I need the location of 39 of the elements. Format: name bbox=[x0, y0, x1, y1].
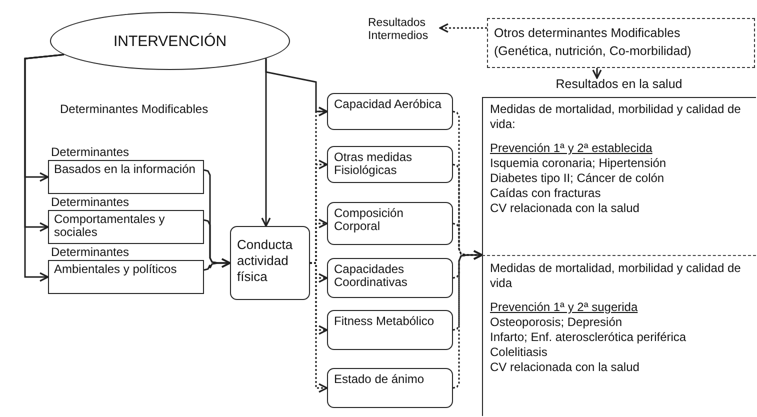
box-heading: Determinantes bbox=[51, 195, 130, 209]
process-box: Fitness Metabólico bbox=[327, 310, 453, 350]
condition-text: Isquemia coronaria; Hipertensión bbox=[490, 156, 668, 171]
determinant-box: Basados en la información bbox=[48, 160, 204, 194]
outcome-measure-text: Medidas de mortalidad, morbilidad y calidad de vida bbox=[490, 261, 742, 291]
arrow bbox=[204, 258, 231, 271]
arrow bbox=[24, 54, 64, 282]
intervention-ellipse bbox=[50, 12, 290, 70]
node-label: INTERVENCIÓN bbox=[113, 34, 227, 48]
box-heading: Determinantes bbox=[51, 145, 130, 159]
node-label: (Genética, nutrición, Co-morbilidad) bbox=[494, 43, 692, 60]
determinant-box: Comportamentales y sociales bbox=[48, 210, 204, 244]
condition-text: Colelitiasis bbox=[490, 345, 548, 360]
arrow bbox=[452, 250, 483, 389]
process-box: Otras medidas Fisiológicas bbox=[327, 146, 453, 183]
process-box: Capacidad Aeróbica bbox=[327, 93, 453, 130]
arrow bbox=[592, 68, 602, 79]
arrow bbox=[310, 262, 328, 393]
process-box: Capacidades Coordinativas bbox=[327, 258, 453, 298]
condition-text: CV relacionada con la salud bbox=[490, 360, 640, 375]
condition-text: Caídas con fracturas bbox=[490, 186, 602, 201]
condition-text: Diabetes tipo II; Cáncer de colón bbox=[490, 171, 666, 186]
node-label: Otros determinantes Modificables bbox=[494, 25, 682, 42]
process-box: Estado de ánimo bbox=[327, 368, 453, 408]
condition-text: Infarto; Enf. aterosclerótica periférica bbox=[490, 330, 688, 345]
determinants-box bbox=[487, 18, 755, 68]
condition-text: CV relacionada con la salud bbox=[490, 201, 640, 216]
prevention-heading: Prevención 1ª y 2ª establecida bbox=[490, 141, 654, 156]
prevention-heading: Prevención 1ª y 2ª sugerida bbox=[490, 300, 639, 315]
panel-heading: Resultados en la salud bbox=[556, 77, 682, 91]
section-label: Determinantes Modificables bbox=[60, 102, 208, 116]
determinant-box: Ambientales y políticos bbox=[48, 260, 204, 294]
box-heading: Determinantes bbox=[51, 245, 130, 259]
outcome-measure-text: Medidas de mortalidad, morbilidad y calidad de vida: bbox=[490, 102, 742, 132]
arrow bbox=[439, 23, 487, 33]
process-box: Conducta actividad física bbox=[230, 226, 310, 300]
node-label: Resultados Intermedios bbox=[368, 17, 440, 47]
condition-text: Osteoporosis; Depresión bbox=[490, 315, 624, 330]
process-box: Composición Corporal bbox=[327, 202, 453, 245]
